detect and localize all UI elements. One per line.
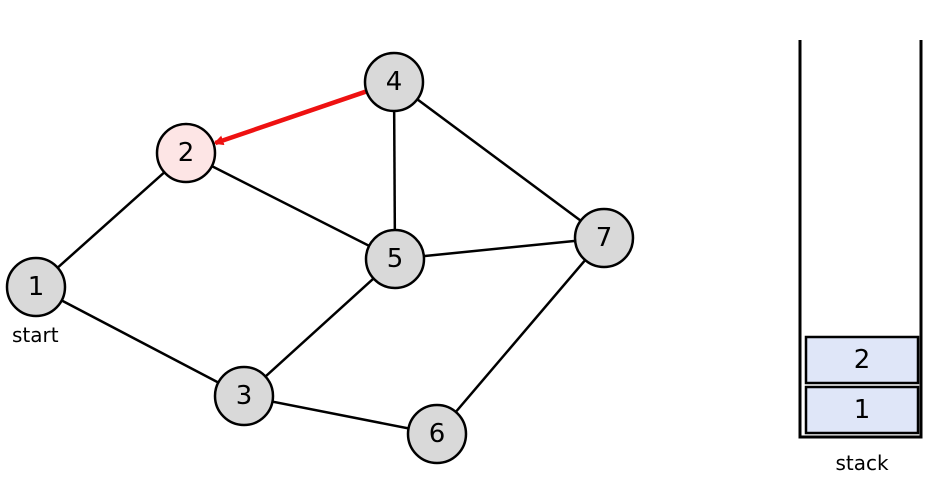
node-label-6: 6 (429, 419, 446, 449)
traversal-arrow-4-to-2 (213, 89, 367, 146)
edge-1-2 (35, 152, 187, 288)
node-circle-2 (155, 122, 217, 184)
node-6: 6 (406, 403, 468, 465)
edge-1-3 (35, 285, 245, 398)
node-circle-1 (5, 256, 67, 318)
stack-walls (798, 40, 923, 439)
stack-item: 1 (804, 385, 920, 435)
stack-label: stack (835, 451, 889, 475)
node-3: 3 (213, 365, 275, 427)
node-circle-4 (363, 51, 425, 113)
edges-layer (35, 80, 605, 436)
edge-3-6 (243, 394, 438, 436)
node-label-3: 3 (236, 381, 253, 411)
stack-cell-1 (804, 385, 920, 435)
stack-cell-label: 1 (854, 395, 871, 425)
stack-container: 21 (798, 40, 923, 439)
node-label-5: 5 (387, 244, 404, 274)
edge-6-7 (436, 237, 605, 435)
node-circle-5 (364, 228, 426, 290)
edge-5-7 (394, 236, 605, 261)
edge-3-5 (243, 258, 396, 397)
node-circle-6 (406, 403, 468, 465)
node-circle-3 (213, 365, 275, 427)
nodes-layer: 1 2 3 4 5 6 7 (5, 51, 635, 465)
node-2: 2 (155, 122, 217, 184)
node-1: 1 (5, 256, 67, 318)
stack-cells: 21 (804, 335, 920, 435)
node-label-7: 7 (596, 223, 613, 253)
edge-2-5 (185, 151, 396, 261)
edge-4-7 (393, 80, 605, 240)
start-label: start (12, 323, 59, 347)
node-4: 4 (363, 51, 425, 113)
stack-cell-label: 2 (854, 345, 871, 375)
node-5: 5 (364, 228, 426, 290)
stack-item: 2 (804, 335, 920, 385)
node-label-4: 4 (386, 67, 403, 97)
traversal-arrow-layer (213, 89, 367, 146)
node-label-1: 1 (28, 272, 45, 302)
node-label-2: 2 (178, 138, 195, 168)
node-7: 7 (573, 207, 635, 269)
node-circle-7 (573, 207, 635, 269)
stack-cell-2 (804, 335, 920, 385)
